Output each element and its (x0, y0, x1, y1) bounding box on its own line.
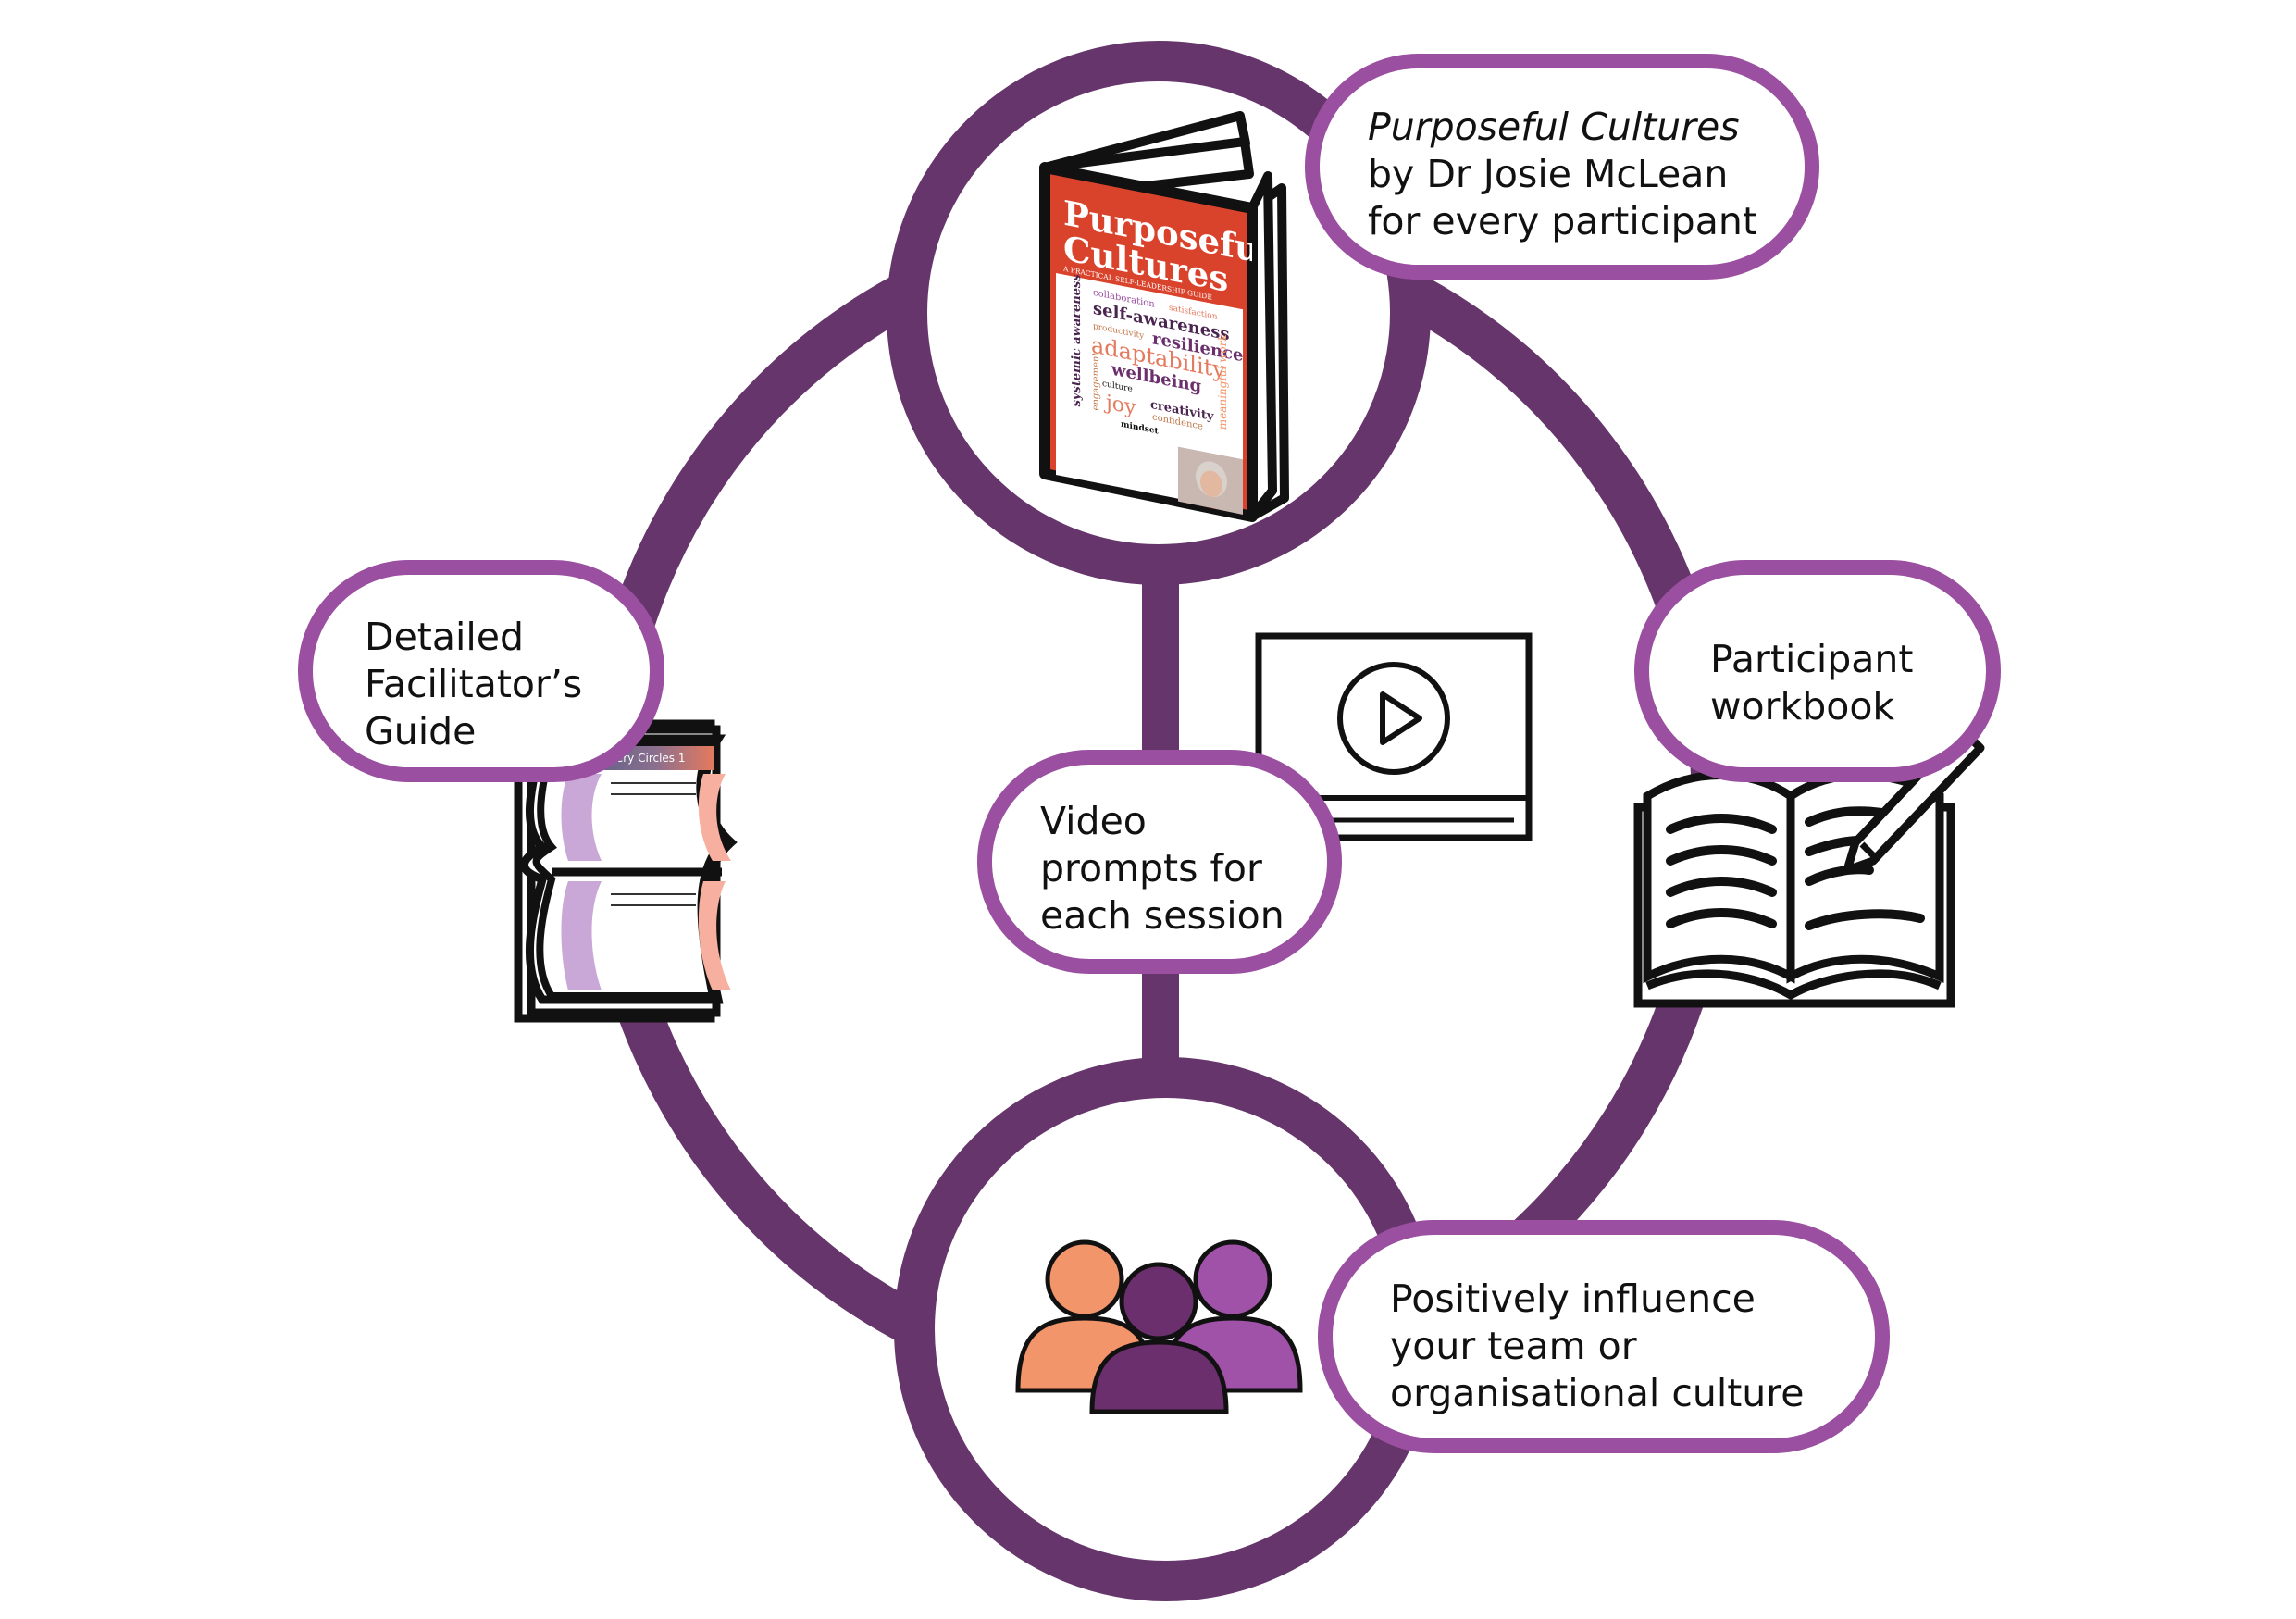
guide-callout-line-1: Detailed (365, 615, 525, 659)
book-callout-author: by Dr Josie McLean (1368, 152, 1729, 196)
book-cover-icon: Purposeful Cultures A PRACTICAL SELF-LEA… (1039, 111, 1289, 522)
book-callout-audience: for every participant (1368, 199, 1757, 243)
book-callout: Purposeful Cultures by Dr Josie McLean f… (1305, 54, 1819, 280)
culture-callout-line-2: your team or (1390, 1324, 1637, 1368)
guide-callout-line-2: Facilitator’s (365, 662, 583, 706)
facilitator-guide-icon: Discovery Circles 1 (514, 719, 738, 1023)
guide-callout-line-3: Guide (365, 709, 477, 753)
group-of-people-icon (1015, 1239, 1303, 1414)
video-callout-line-1: Video (1040, 799, 1147, 843)
video-callout: Video prompts for each session (977, 750, 1342, 974)
book-callout-title: Purposeful Cultures (1368, 105, 1740, 149)
cover-word-12: systemic awareness (1070, 273, 1084, 408)
cover-word-13: engagement (1091, 352, 1101, 412)
workbook-callout-line-1: Participant (1710, 637, 1914, 681)
video-callout-line-2: prompts for (1040, 846, 1262, 890)
workbook-callout: Participant workbook (1634, 560, 2001, 782)
guide-callout: Detailed Facilitator’s Guide (298, 560, 664, 782)
workbook-callout-line-2: workbook (1710, 684, 1895, 729)
cover-word-14: meaningful work (1216, 332, 1229, 430)
culture-callout: Positively influence your team or organi… (1318, 1220, 1890, 1453)
culture-callout-line-1: Positively influence (1390, 1277, 1756, 1321)
culture-callout-line-3: organisational culture (1390, 1371, 1805, 1415)
open-workbook-pencil-icon (1633, 725, 1985, 1008)
video-callout-line-3: each session (1040, 893, 1285, 938)
